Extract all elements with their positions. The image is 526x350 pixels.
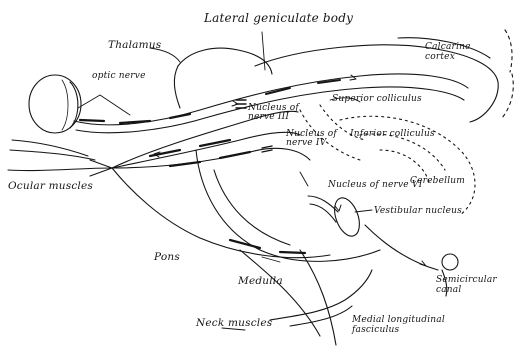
label-pons: Pons [154, 252, 180, 263]
descending-pathways [10, 140, 372, 326]
vestibular-nucleus [308, 194, 364, 239]
label-medulla: Medulla [238, 276, 283, 287]
label-optic-nerve: optic nerve [92, 72, 146, 81]
label-superior-colliculus: Superior colliculus [332, 95, 422, 104]
label-calcarine-cortex: Calcarine cortex [425, 43, 471, 63]
label-semicircular-canal: Semicircular canal [436, 276, 497, 296]
label-lateral-geniculate-body: Lateral geniculate body [204, 12, 353, 24]
label-thalamus: Thalamus [108, 40, 161, 51]
label-nucleus-nerve-iv: Nucleus of nerve IV [286, 130, 337, 149]
label-nucleus-nerve-vi: Nucleus of nerve VI [328, 181, 422, 190]
eyeball [29, 75, 81, 133]
label-medial-longitudinal-fasciculus: Medial longitudinal fasciculus [352, 316, 445, 336]
label-nucleus-nerve-iii: Nucleus of nerve III [248, 104, 299, 123]
thalamus-outline [174, 48, 272, 108]
label-vestibular-nucleus: Vestibular nucleus [374, 207, 462, 216]
label-neck-muscles: Neck muscles [196, 318, 272, 329]
cerebellum-outline [300, 105, 475, 215]
label-inferior-colliculus: Inferior colliculus [350, 130, 435, 139]
label-ocular-muscles: Ocular muscles [8, 181, 93, 192]
